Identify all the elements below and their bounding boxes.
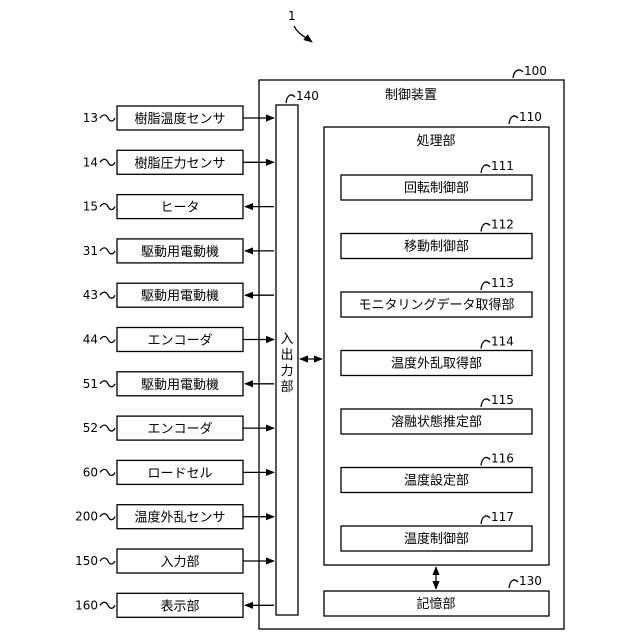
module-ref: 115	[491, 393, 514, 407]
peripheral-label: 駆動用電動機	[141, 245, 219, 260]
peripheral-ref: 60	[83, 465, 98, 479]
io-unit-label: 入出力部	[280, 332, 293, 395]
module-ref: 113	[491, 276, 514, 290]
peripheral-label: 樹脂圧力センサ	[134, 156, 225, 171]
peripheral-ref: 13	[83, 111, 98, 125]
peripheral-leader	[100, 159, 115, 165]
processing-unit-label: 処理部	[416, 134, 455, 149]
peripheral-row: 43 駆動用電動機	[83, 283, 274, 307]
peripheral-label: ロードセル	[147, 466, 212, 481]
peripheral-row: 52 エンコーダ	[83, 416, 274, 440]
storage-unit-ref: 130	[519, 574, 542, 588]
peripheral-label: ヒータ	[160, 201, 199, 216]
peripheral-leader	[100, 204, 115, 210]
peripheral-leader	[100, 248, 115, 254]
peripheral-label: 樹脂温度センサ	[134, 111, 225, 127]
peripheral-leader	[100, 115, 115, 121]
peripheral-ref: 52	[83, 421, 98, 435]
module-ref: 117	[491, 510, 514, 524]
io-unit-label-char: 出	[280, 348, 293, 363]
module-ref: 111	[491, 159, 514, 173]
peripheral-label: 駆動用電動機	[141, 378, 219, 393]
peripheral-ref: 43	[83, 288, 98, 302]
peripheral-row: 60 ロードセル	[83, 460, 274, 484]
peripheral-ref: 44	[83, 333, 98, 347]
peripheral-row: 15 ヒータ	[83, 195, 274, 219]
peripheral-label: 表示部	[160, 599, 199, 614]
peripheral-label: 入力部	[160, 555, 199, 570]
peripheral-label: 温度外乱センサ	[134, 510, 225, 526]
module-label: モニタリングデータ取得部	[358, 297, 514, 313]
module-ref: 114	[491, 335, 514, 349]
control-device-ref-leader	[513, 70, 523, 78]
peripheral-label: エンコーダ	[147, 334, 212, 349]
peripheral-row: 13 樹脂温度センサ	[83, 106, 274, 130]
peripheral-label: 駆動用電動機	[141, 289, 219, 304]
processing-unit-ref: 110	[519, 110, 542, 124]
module-label: 温度制御部	[404, 531, 469, 547]
module-label: 溶融状態推定部	[391, 414, 482, 430]
control-device-ref: 100	[524, 64, 547, 78]
io-unit-label-char: 入	[280, 332, 293, 347]
peripheral-leader	[100, 558, 115, 564]
module-label: 回転制御部	[404, 181, 469, 196]
figure-ref-label: 1	[288, 9, 296, 23]
peripheral-row: 14 樹脂圧力センサ	[83, 150, 274, 174]
peripheral-ref: 150	[75, 554, 98, 568]
peripheral-ref: 31	[83, 244, 98, 258]
peripheral-leader	[100, 514, 115, 520]
figure-ref-arrow	[294, 26, 312, 42]
control-device-label: 制御装置	[385, 88, 437, 103]
peripheral-label: エンコーダ	[147, 422, 212, 437]
peripheral-row: 31 駆動用電動機	[83, 239, 274, 263]
peripheral-row: 150 入力部	[75, 549, 274, 573]
module-ref: 112	[491, 218, 514, 232]
peripheral-row: 200 温度外乱センサ	[75, 505, 274, 529]
peripheral-leader	[100, 469, 115, 475]
peripherals-group: 13樹脂温度センサ14樹脂圧力センサ15ヒータ31駆動用電動機43駆動用電動機4…	[75, 106, 274, 617]
peripheral-ref: 14	[83, 155, 98, 169]
peripheral-leader	[100, 602, 115, 608]
module-label: 温度外乱取得部	[391, 356, 482, 372]
peripheral-row: 51 駆動用電動機	[83, 372, 274, 396]
storage-unit-label: 記憶部	[416, 596, 455, 612]
module-label: 温度設定部	[404, 473, 469, 489]
io-unit-label-char: 力	[280, 364, 293, 379]
peripheral-ref: 51	[83, 377, 98, 391]
peripheral-leader	[100, 292, 115, 298]
module-ref: 116	[491, 452, 514, 466]
io-unit-label-char: 部	[280, 380, 293, 395]
peripheral-row: 160 表示部	[75, 593, 274, 617]
io-unit-ref: 140	[296, 89, 319, 103]
peripheral-ref: 15	[83, 200, 98, 214]
peripheral-row: 44 エンコーダ	[83, 328, 274, 352]
peripheral-ref: 200	[75, 510, 98, 524]
peripheral-leader	[100, 337, 115, 343]
module-label: 移動制御部	[404, 240, 469, 255]
peripheral-leader	[100, 381, 115, 387]
peripheral-leader	[100, 425, 115, 431]
peripheral-ref: 160	[75, 598, 98, 612]
